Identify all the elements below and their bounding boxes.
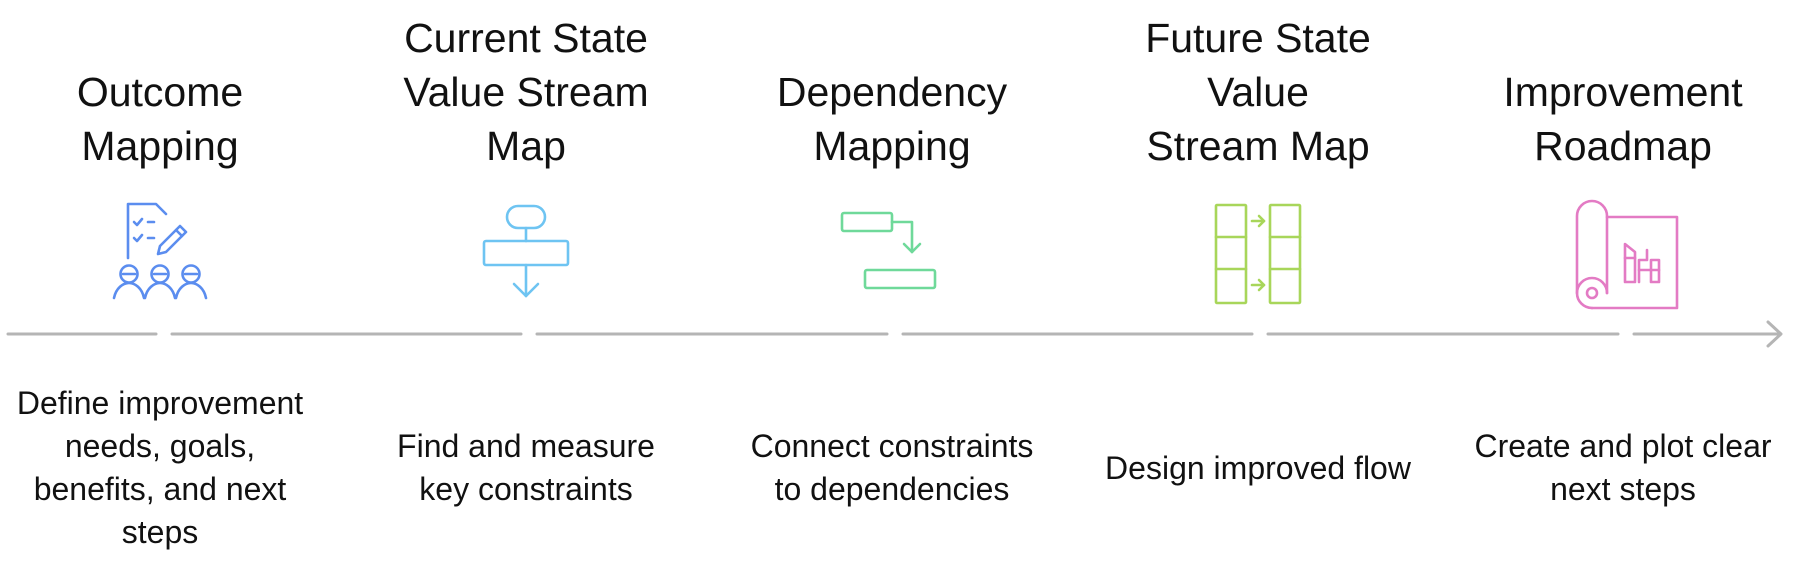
dependency-flow-icon [832,198,952,318]
step-description: Connect constraints to dependencies [750,428,1034,507]
step-future-state-map: Future State Value Stream Map Design imp… [1093,0,1423,586]
future-flow-icon [1198,198,1318,318]
step-title: Improvement Roadmap [1503,69,1743,169]
step-current-state-map: Current State Value Stream Map Find and … [361,0,691,586]
step-description: Create and plot clear next steps [1474,428,1772,507]
step-title: Future State Value Stream Map [1145,15,1371,169]
step-title: Outcome Mapping [76,69,244,169]
step-description: Find and measure key constraints [397,428,655,507]
axis-arrowhead [1766,320,1783,348]
step-description: Design improved flow [1105,449,1411,486]
step-improvement-roadmap: Improvement Roadmap Create and plot clea… [1458,0,1788,586]
step-title: Dependency Mapping [776,69,1008,169]
step-title: Current State Value Stream Map [403,15,649,169]
step-outcome-mapping: Outcome Mapping [0,0,325,586]
step-dependency-mapping: Dependency Mapping Connect constraints t… [727,0,1057,586]
flowchart-down-icon [466,198,586,318]
team-planning-icon [100,198,220,318]
step-description: Define improvement needs, goals, benefit… [16,385,304,550]
roadmap-scroll-icon [1563,198,1683,318]
